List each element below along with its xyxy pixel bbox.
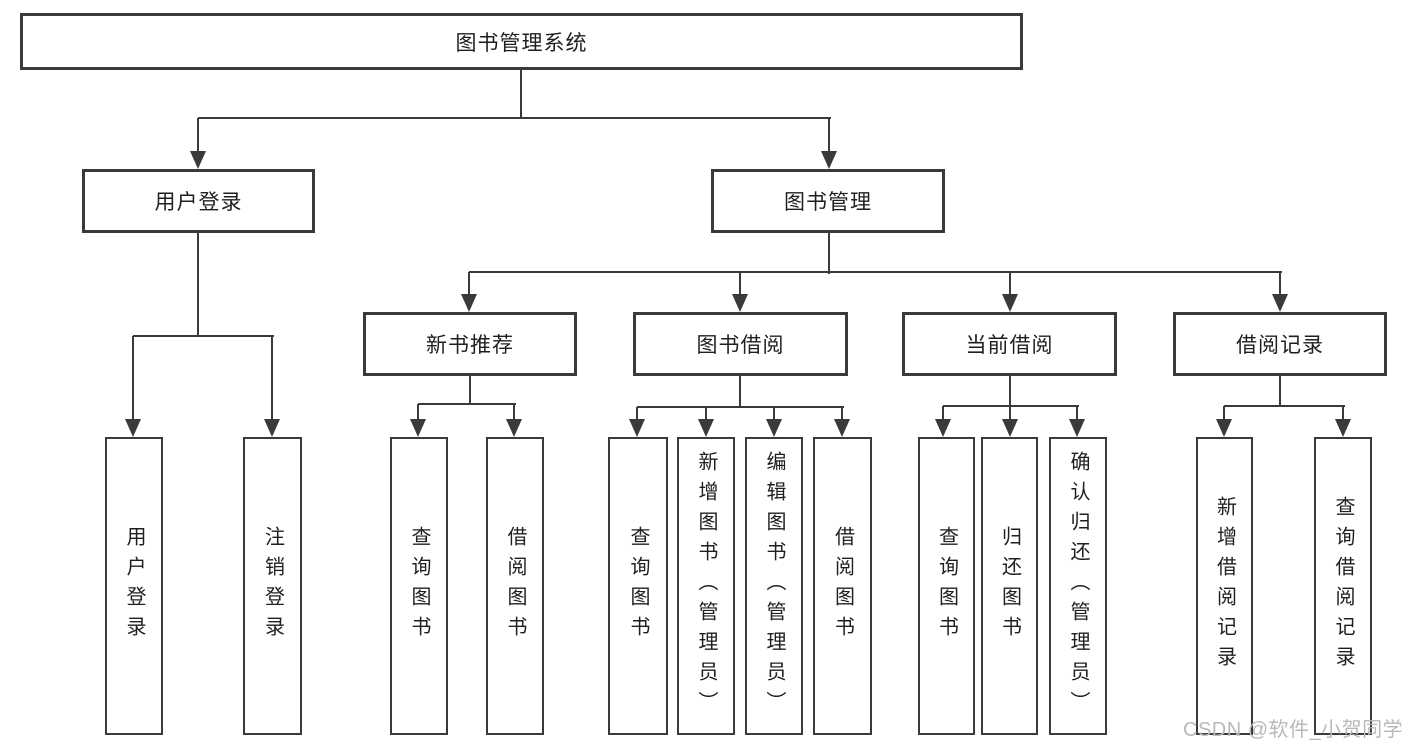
leaf-edit-book-admin-label: 编辑图书（管理员） [763, 451, 785, 721]
connector-vline [942, 406, 944, 420]
leaf-return-book: 归还图书 [981, 437, 1038, 735]
connector-arrowhead [125, 419, 141, 437]
leaf-add-borrow-record: 新增借阅记录 [1196, 437, 1253, 735]
leaf-newbook-borrow: 借阅图书 [486, 437, 544, 735]
connector-vline [417, 404, 419, 420]
connector-vline [513, 404, 515, 420]
leaf-newbook-borrow-label: 借阅图书 [504, 526, 526, 646]
leaf-logout: 注销登录 [243, 437, 302, 735]
connector-hline [418, 403, 516, 405]
leaf-confirm-return-admin-label: 确认归还（管理员） [1067, 451, 1089, 721]
connector-vline [841, 407, 843, 420]
connector-vline [132, 336, 134, 420]
leaf-borrow-query-label: 查询图书 [627, 526, 649, 646]
connector-arrowhead [1335, 419, 1351, 437]
node-borrow-record: 借阅记录 [1173, 312, 1387, 376]
leaf-query-borrow-record: 查询借阅记录 [1314, 437, 1372, 735]
node-new-book-recommend: 新书推荐 [363, 312, 577, 376]
leaf-current-query: 查询图书 [918, 437, 975, 735]
node-new-book-recommend-label: 新书推荐 [426, 334, 514, 357]
node-current-borrow-label: 当前借阅 [965, 334, 1054, 357]
node-borrow-record-label: 借阅记录 [1236, 334, 1324, 357]
leaf-add-book-admin: 新增图书（管理员） [677, 437, 735, 735]
connector-vline [1009, 376, 1011, 407]
leaf-user-login: 用户登录 [105, 437, 163, 735]
leaf-return-book-label: 归还图书 [998, 526, 1021, 646]
leaf-borrow-book-label: 借阅图书 [831, 526, 854, 646]
connector-vline [468, 272, 470, 295]
leaf-user-login-label: 用户登录 [123, 526, 145, 646]
connector-hline [943, 405, 1079, 407]
leaf-current-query-label: 查询图书 [935, 526, 958, 646]
leaf-borrow-book: 借阅图书 [813, 437, 872, 735]
connector-vline [828, 233, 830, 274]
connector-vline [197, 118, 199, 152]
csdn-watermark: CSDN @软件_小贺同学 [1183, 719, 1404, 741]
connector-arrowhead [935, 419, 951, 437]
connector-arrowhead [834, 419, 850, 437]
connector-vline [520, 70, 522, 118]
connector-hline [469, 271, 1282, 273]
connector-vline [469, 376, 471, 405]
connector-hline [1224, 405, 1345, 407]
node-user-login-label: 用户登录 [154, 191, 243, 214]
connector-arrowhead [264, 419, 280, 437]
connector-hline [198, 117, 831, 119]
leaf-query-borrow-record-label: 查询借阅记录 [1332, 496, 1354, 676]
leaf-logout-label: 注销登录 [261, 526, 284, 646]
connector-vline [1223, 406, 1225, 420]
connector-arrowhead [821, 151, 837, 169]
leaf-newbook-query: 查询图书 [390, 437, 448, 735]
leaf-add-borrow-record-label: 新增借阅记录 [1213, 496, 1236, 676]
connector-hline [133, 335, 274, 337]
node-user-login: 用户登录 [82, 169, 315, 233]
connector-vline [1279, 376, 1281, 407]
connector-arrowhead [461, 294, 477, 312]
connector-vline [1279, 272, 1281, 295]
leaf-edit-book-admin: 编辑图书（管理员） [745, 437, 803, 735]
connector-arrowhead [1272, 294, 1288, 312]
connector-arrowhead [698, 419, 714, 437]
connector-arrowhead [190, 151, 206, 169]
connector-arrowhead [1002, 294, 1018, 312]
connector-vline [197, 233, 199, 337]
node-book-management: 图书管理 [711, 169, 945, 233]
connector-arrowhead [410, 419, 426, 437]
node-root-label: 图书管理系统 [455, 31, 588, 55]
node-book-borrow-label: 图书借阅 [696, 334, 785, 357]
connector-vline [636, 407, 638, 420]
node-current-borrow: 当前借阅 [902, 312, 1117, 376]
leaf-add-book-admin-label: 新增图书（管理员） [695, 451, 717, 721]
node-root-system: 图书管理系统 [20, 13, 1023, 70]
connector-arrowhead [1216, 419, 1232, 437]
connector-arrowhead [766, 419, 782, 437]
connector-arrowhead [629, 419, 645, 437]
connector-vline [271, 336, 273, 420]
connector-arrowhead [506, 419, 522, 437]
connector-vline [1009, 406, 1011, 420]
leaf-borrow-query: 查询图书 [608, 437, 668, 735]
node-book-management-label: 图书管理 [784, 191, 872, 214]
connector-vline [1076, 406, 1078, 420]
connector-arrowhead [1069, 419, 1085, 437]
connector-vline [828, 118, 830, 152]
connector-vline [705, 407, 707, 420]
leaf-newbook-query-label: 查询图书 [408, 526, 430, 646]
connector-arrowhead [732, 294, 748, 312]
connector-vline [773, 407, 775, 420]
leaf-confirm-return-admin: 确认归还（管理员） [1049, 437, 1107, 735]
connector-vline [1342, 406, 1344, 420]
connector-vline [739, 272, 741, 295]
connector-vline [739, 376, 741, 408]
connector-arrowhead [1002, 419, 1018, 437]
node-book-borrow: 图书借阅 [633, 312, 848, 376]
connector-hline [637, 406, 844, 408]
connector-vline [1009, 272, 1011, 295]
